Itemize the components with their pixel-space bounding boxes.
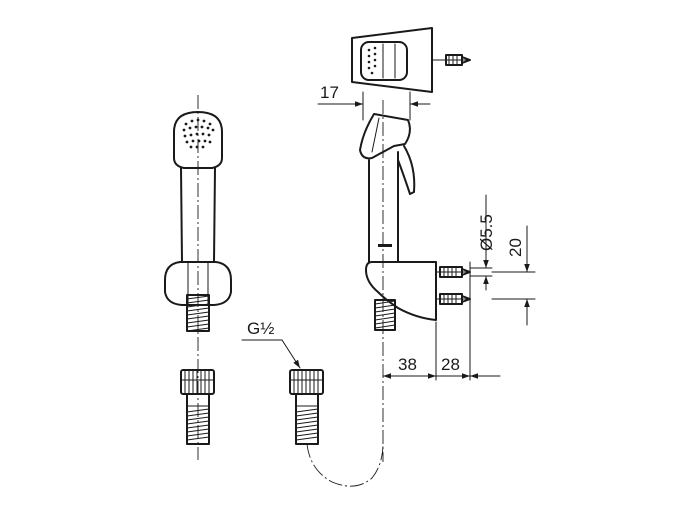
dim-screw-length-label: 28 <box>441 355 460 374</box>
threaded-stub-front <box>186 294 210 332</box>
sprayer-trigger <box>397 145 416 195</box>
sprayer-handle-front <box>180 167 216 263</box>
dimension-hole-diameter: Ø5.5 <box>469 194 496 291</box>
dimension-head-width: 17 <box>317 83 431 107</box>
dimension-hole-spacing: 20 <box>491 225 536 326</box>
sprayer-handle-side <box>368 151 399 263</box>
dim-head-width-label: 17 <box>320 83 339 102</box>
dim-hole-diameter-label: Ø5.5 <box>477 214 496 251</box>
mounting-screw-lower <box>435 293 471 305</box>
dim-hole-spacing-label: 20 <box>506 238 525 257</box>
hose-assembly <box>289 369 384 487</box>
wall-hook-top-view <box>351 27 471 93</box>
thread-size-callout: G½ <box>241 319 301 369</box>
dimension-projection: 38 28 <box>382 355 501 379</box>
hose-fitting-front <box>186 393 210 445</box>
sprayer-head-front <box>173 111 223 169</box>
side-view-sprayer <box>359 91 471 462</box>
sprayer-head-side <box>359 113 411 160</box>
brand-mark <box>378 244 392 247</box>
mounting-screw-upper <box>435 266 471 278</box>
front-view-sprayer <box>164 95 232 460</box>
wall-hook-body <box>351 27 433 93</box>
dim-holder-projection-label: 38 <box>398 355 417 374</box>
holder-bracket-side <box>365 261 437 321</box>
hose-centerline <box>306 443 384 487</box>
threaded-stub-side <box>374 299 396 331</box>
spray-nozzle-holes <box>182 118 215 149</box>
hose-nut <box>289 369 324 395</box>
hose-nut-front <box>180 369 215 395</box>
wall-hook-cup <box>360 41 408 81</box>
thread-size-label: G½ <box>247 319 274 338</box>
hose-fitting <box>295 393 319 445</box>
wall-hook-screw <box>431 54 471 66</box>
holder-cup-front <box>164 261 232 306</box>
